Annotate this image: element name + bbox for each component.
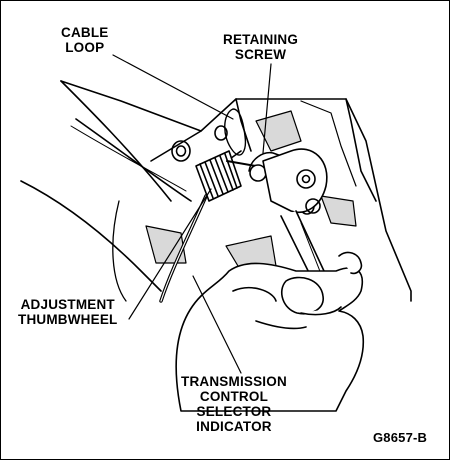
adjustment-thumbwheel-label-line1: ADJUSTMENT xyxy=(20,297,115,312)
retaining-screw-label: RETAINING SCREW xyxy=(223,32,298,62)
selector-indicator-label-line1: TRANSMISSION xyxy=(181,374,287,389)
cable-loop-label-line1: CABLE xyxy=(61,25,109,40)
thumbwheel-leader xyxy=(128,188,212,320)
cable-loop-leader xyxy=(112,54,234,120)
retaining-screw-label-line2: SCREW xyxy=(234,47,287,62)
cable-loop-label: CABLE LOOP xyxy=(61,25,109,55)
adjustment-thumbwheel-label-line2: THUMBWHEEL xyxy=(18,312,118,327)
cable-loop-label-line2: LOOP xyxy=(65,40,105,55)
retaining-screw-label-line1: RETAINING xyxy=(223,32,299,47)
selector-indicator-label-line3: SELECTOR xyxy=(196,404,272,419)
indicator-leader xyxy=(192,275,242,374)
selector-cable xyxy=(112,194,208,303)
selector-indicator-label-line2: CONTROL xyxy=(199,389,269,404)
adjustment-thumbwheel-label: ADJUSTMENT THUMBWHEEL xyxy=(18,297,118,327)
thumbwheel-shape xyxy=(195,150,257,202)
retaining-screw-leader xyxy=(262,63,272,154)
hand-shape xyxy=(175,251,365,412)
figure-code: G8657-B xyxy=(373,430,428,445)
selector-indicator-label: TRANSMISSION CONTROL SELECTOR INDICATOR xyxy=(181,374,287,434)
housing-outline xyxy=(20,80,412,302)
leader-lines xyxy=(112,54,272,374)
selector-indicator-label-line4: INDICATOR xyxy=(196,419,272,434)
